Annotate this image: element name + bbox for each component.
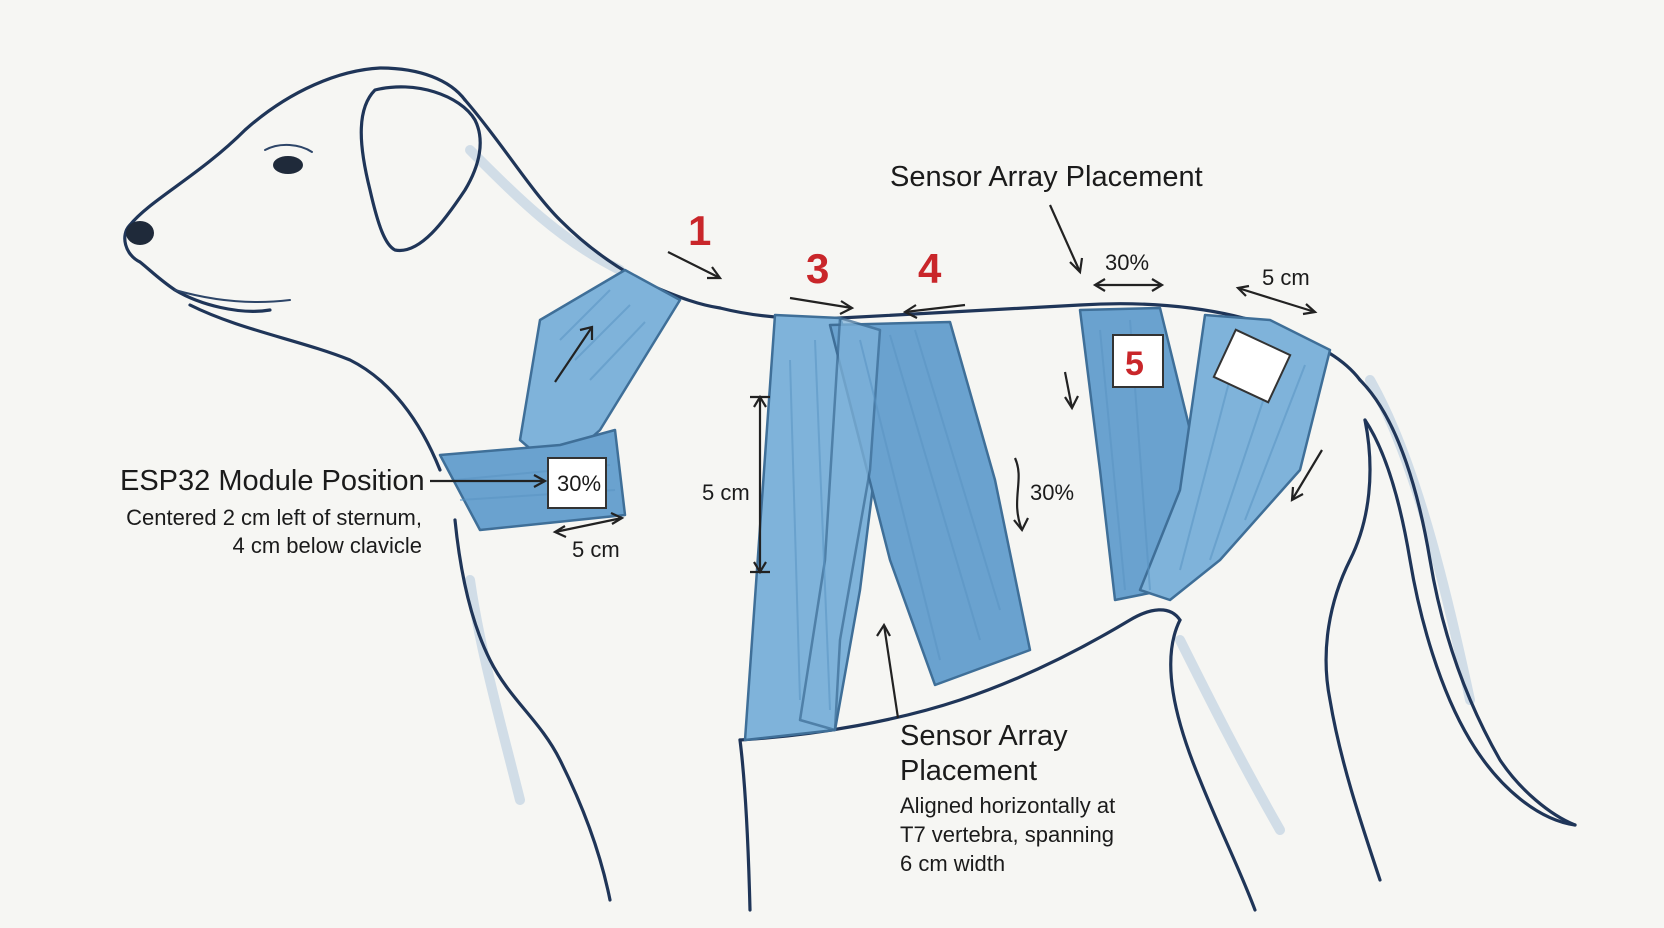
sensor-top-title: Sensor Array Placement [890, 161, 1203, 193]
sensor-bottom-desc-line2: T7 vertebra, spanning [900, 822, 1114, 847]
tail-lower [1363, 418, 1577, 827]
esp32-title: ESP32 Module Position [120, 465, 425, 497]
esp32-desc-line2: 4 cm below clavicle [232, 533, 422, 558]
measurement-labels: 5 cm 5 cm 30% 30% 5 cm [572, 250, 1310, 562]
sensor-bottom-title-line1: Sensor Array [900, 720, 1068, 752]
throat-line [188, 303, 442, 472]
esp32-desc-line1: Centered 2 cm left of sternum, [126, 505, 422, 530]
collar-pct-text: 30% [557, 471, 601, 496]
step4-marker: 4 [918, 245, 942, 292]
direction-arrows [430, 204, 1323, 719]
step5-tag-box [1112, 334, 1164, 388]
step5-marker: 5 [1125, 345, 1144, 383]
sensor-bottom-desc-line1: Aligned horizontally at [900, 793, 1115, 818]
ear [359, 85, 482, 253]
step3-marker: 3 [806, 245, 829, 292]
sensor-bottom-title-line2: Placement [900, 755, 1037, 787]
rear-top-pct-label: 30% [1105, 250, 1149, 275]
step-markers: 1 3 4 [688, 207, 942, 292]
tag-boxes: 30% 5 [547, 328, 1292, 509]
front-leg-back [738, 738, 752, 912]
rear-width-label: 5 cm [1262, 265, 1310, 290]
dog-outline [123, 66, 1577, 912]
step1-marker: 1 [688, 207, 711, 254]
chest-pct-label: 30% [1030, 480, 1074, 505]
chest-bandage [743, 313, 1032, 742]
dog-eye [273, 156, 303, 174]
dog-nose [126, 221, 154, 245]
sensor-bottom-desc-line3: 6 cm width [900, 851, 1005, 876]
collar-tag-box [547, 457, 607, 509]
chest-height-label: 5 cm [702, 480, 750, 505]
measurement-arrows [552, 278, 1318, 575]
head-top-line [128, 66, 467, 227]
body-shading [465, 145, 1475, 835]
belly-line [738, 608, 1182, 742]
chest-line [453, 518, 612, 902]
hind-leg-front [1169, 618, 1257, 912]
hind-leg-back [1324, 418, 1382, 882]
tail-upper [1358, 378, 1577, 827]
collar-width-label: 5 cm [572, 537, 620, 562]
mouth-line [174, 289, 291, 303]
rear-blank-tag-box [1212, 328, 1292, 404]
callouts: ESP32 Module Position Centered 2 cm left… [120, 161, 1203, 876]
neck-top-line [463, 98, 722, 310]
muzzle-line [123, 223, 272, 313]
brow-line [264, 144, 313, 153]
